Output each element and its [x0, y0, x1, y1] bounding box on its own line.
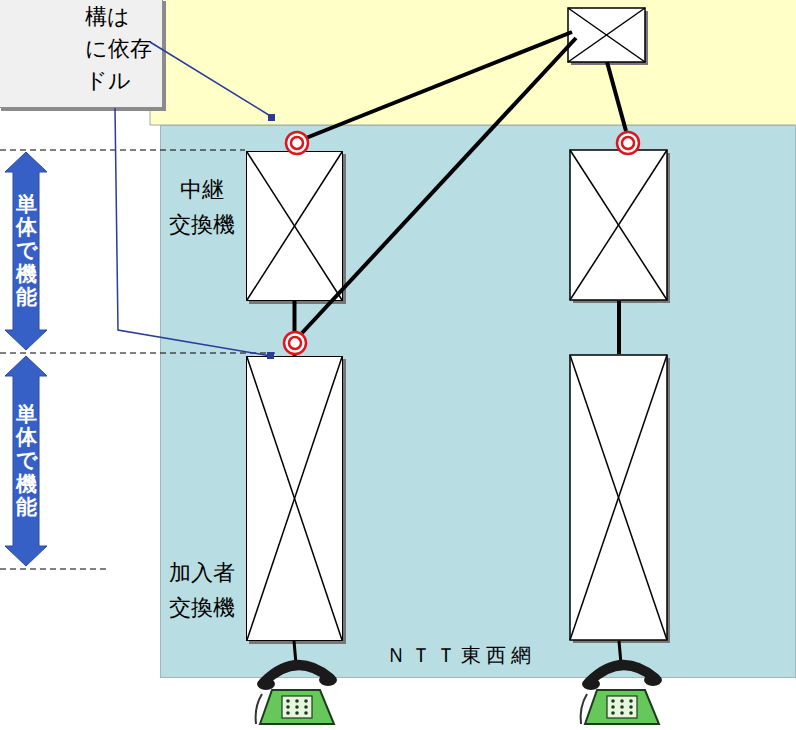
interconnection-point: [284, 332, 306, 354]
network-label: ＮＴＴ東西網: [386, 642, 796, 669]
scope-label: 単体で機能: [16, 403, 37, 518]
top-switch-box: [568, 8, 645, 62]
switch-cross: [247, 357, 342, 640]
scope-arrow: 単体で機能: [5, 152, 47, 350]
leader-end: [267, 352, 274, 359]
switch-cross: [570, 150, 667, 300]
double-arrow: [5, 152, 47, 350]
scope-arrow: 単体で機能: [5, 356, 47, 566]
leader-line: [115, 108, 271, 356]
dashed-boundary: [0, 353, 275, 354]
switch-cross: [570, 355, 667, 640]
poi-ring: [284, 332, 306, 354]
leader-line: [150, 42, 272, 117]
scope-label: 単体で機能: [16, 193, 37, 308]
trunk-line: [302, 38, 576, 333]
poi-ring: [291, 137, 303, 149]
leader-end: [268, 114, 275, 121]
switch-cross: [570, 355, 667, 640]
dashed-boundary: [0, 569, 110, 570]
trunk-line: [617, 301, 621, 354]
switch-cross: [570, 150, 667, 300]
switch-box: 加入者 交換機: [246, 356, 343, 641]
telephone-icon: [581, 665, 662, 724]
switch-label: 中継 交換機: [161, 172, 243, 242]
dashed-boundary: [0, 150, 245, 151]
callout-text: 構は に依存 ドル: [85, 1, 155, 97]
network-region: ＮＴＴ東西網中継 交換機加入者 交換機: [160, 125, 796, 678]
switch-cross: [247, 152, 342, 300]
switch-label: 加入者 交換機: [161, 555, 243, 625]
poi-ring: [617, 132, 639, 154]
trunk-line: [607, 62, 626, 131]
interconnection-point: [617, 132, 639, 154]
switch-cross: [247, 152, 342, 300]
switch-cross: [568, 8, 645, 62]
switch-box: 中継 交換機: [246, 151, 343, 301]
interconnection-point: [286, 132, 308, 154]
switch-cross: [568, 8, 645, 62]
double-arrow: [5, 356, 47, 566]
telephone-icon: [256, 665, 337, 724]
switch-cross: [247, 152, 342, 300]
poi-ring: [289, 337, 301, 349]
upper-network-region: [150, 0, 796, 125]
transit-switch-box: [570, 150, 667, 300]
switch-cross: [247, 357, 342, 640]
subscriber-switch-box: [570, 355, 667, 640]
poi-ring: [286, 132, 308, 154]
callout-box: 構は に依存 ドル: [0, 0, 163, 108]
switch-cross: [247, 357, 342, 640]
poi-ring: [622, 137, 634, 149]
